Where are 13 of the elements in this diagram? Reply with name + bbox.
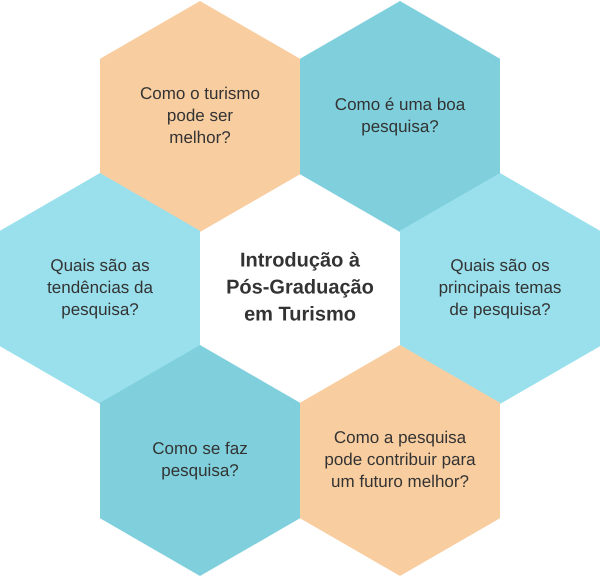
hexagon-tile bbox=[400, 172, 600, 404]
question-text: Como é uma boa pesquisa? bbox=[334, 94, 466, 138]
question-text: Quais são os principais temas de pesquisa? bbox=[438, 255, 562, 321]
hexagon-tile bbox=[100, 0, 300, 232]
hexagon-tile bbox=[300, 344, 500, 576]
question-text: Quais são as tendências da pesquisa? bbox=[46, 255, 154, 321]
question-text: Como o turismo pode ser melhor? bbox=[140, 83, 260, 149]
question-text: Como a pesquisa pode contribuir para um futuro melhor? bbox=[323, 427, 477, 493]
hexagon-tile bbox=[0, 172, 200, 404]
center-title: Introdução à Pós-Graduação em Turismo bbox=[225, 248, 375, 328]
hexagon-tile bbox=[100, 344, 300, 576]
hexagon-tile bbox=[300, 0, 500, 232]
question-text: Como se faz pesquisa? bbox=[151, 438, 249, 482]
